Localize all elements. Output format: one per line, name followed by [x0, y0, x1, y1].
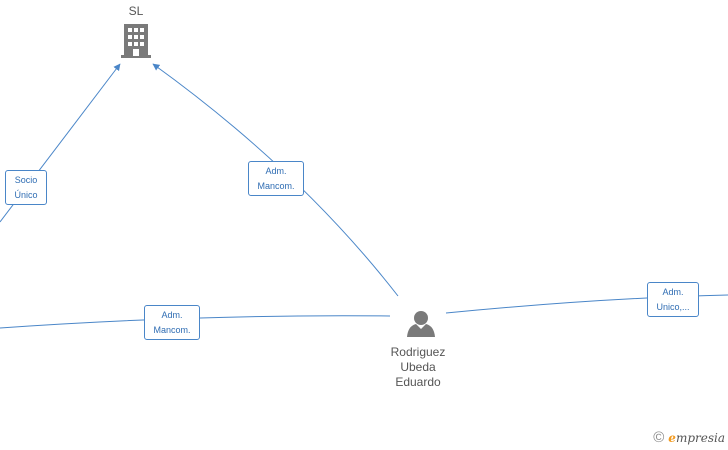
edge-label-line: Mancom. [153, 324, 191, 335]
edge-label-line: Adm. [161, 309, 183, 320]
brand-rest: mpresia [675, 430, 725, 445]
edge-label-adm-mancom-top[interactable]: Adm. Mancom. [248, 161, 304, 196]
edge-label-line: Socio [14, 174, 38, 185]
edge-label-line: Mancom. [257, 180, 295, 191]
person-name-line-1: Rodriguez [390, 345, 446, 359]
building-icon[interactable] [121, 24, 151, 58]
copyright-symbol: © [653, 429, 665, 446]
edge-label-adm-unico[interactable]: Adm. Unico,... [647, 282, 699, 317]
brand-initial: e [668, 430, 676, 445]
edge-label-line: Adm. [265, 165, 287, 176]
person-icon[interactable] [407, 311, 435, 337]
watermark: © empresia [653, 429, 725, 446]
edge-label-line: Único [14, 189, 38, 200]
brand-logo: empresia [668, 431, 725, 445]
edge-label-adm-mancom-bottom[interactable]: Adm. Mancom. [144, 305, 200, 340]
person-name-line-2: Ubeda [400, 360, 436, 374]
person-name[interactable]: Rodriguez Ubeda Eduardo [378, 345, 458, 390]
edge-label-line: Unico,... [656, 301, 690, 312]
edge-label-socio-unico[interactable]: Socio Único [5, 170, 47, 205]
company-label[interactable]: SL [128, 4, 144, 18]
person-name-line-3: Eduardo [395, 375, 441, 389]
edge-label-line: Adm. [662, 286, 684, 297]
